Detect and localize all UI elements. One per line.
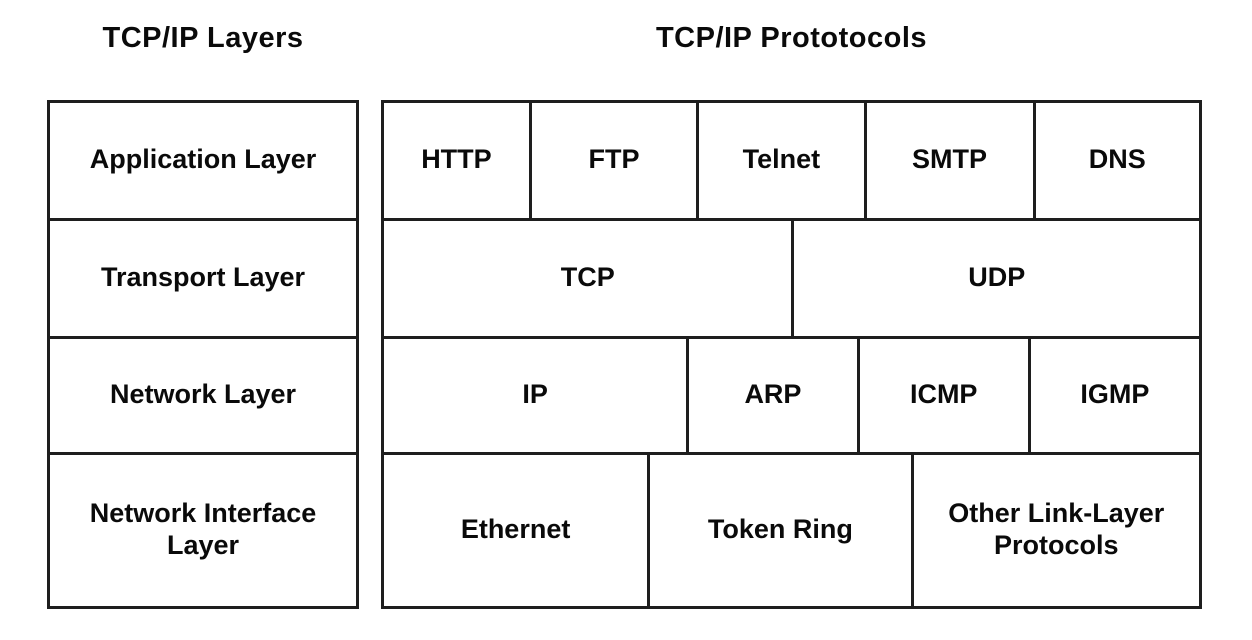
- protocols-title: TCP/IP Prototocols: [655, 22, 928, 54]
- protocol-cell-dns: DNS: [1032, 103, 1199, 218]
- layer-row-transport: Transport Layer: [50, 217, 356, 337]
- protocol-cell-other-link-layer: Other Link-Layer Protocols: [910, 454, 1199, 606]
- protocols-table: HTTP FTP Telnet SMTP DNS TCP UDP IP ARP …: [381, 100, 1202, 609]
- protocol-cell-ethernet: Ethernet: [460, 514, 571, 545]
- protocol-cell-telnet: Telnet: [696, 103, 863, 218]
- protocol-cell-udp: UDP: [791, 220, 1199, 337]
- layer-label-network-interface: Network Interface Layer: [89, 498, 317, 561]
- protocol-cell-icmp: ICMP: [856, 339, 1028, 452]
- protocol-cell-http: HTTP: [421, 144, 492, 175]
- protocol-cell-ip: IP: [522, 379, 548, 410]
- protocol-cell-arp: ARP: [686, 339, 856, 452]
- protocol-cell-igmp: IGMP: [1027, 339, 1199, 452]
- layers-table: Application Layer Transport Layer Networ…: [47, 100, 359, 609]
- layer-row-network: Network Layer: [50, 336, 356, 452]
- layer-row-network-interface: Network Interface Layer: [50, 451, 356, 606]
- protocols-row-transport: TCP UDP: [384, 217, 1199, 337]
- layer-label-application: Application Layer: [89, 144, 317, 175]
- layer-row-application: Application Layer: [50, 103, 356, 218]
- protocol-cell-smtp: SMTP: [863, 103, 1033, 218]
- protocol-cell-ftp: FTP: [528, 103, 696, 218]
- layer-label-network: Network Layer: [109, 379, 297, 410]
- protocols-row-application: HTTP FTP Telnet SMTP DNS: [384, 103, 1199, 218]
- protocol-cell-tcp: TCP: [560, 262, 615, 293]
- protocol-cell-token-ring: Token Ring: [647, 454, 910, 606]
- protocols-row-network: IP ARP ICMP IGMP: [384, 336, 1199, 452]
- layer-label-transport: Transport Layer: [100, 262, 306, 293]
- protocols-row-link: Ethernet Token Ring Other Link-Layer Pro…: [384, 451, 1199, 606]
- layers-title: TCP/IP Layers: [102, 22, 304, 54]
